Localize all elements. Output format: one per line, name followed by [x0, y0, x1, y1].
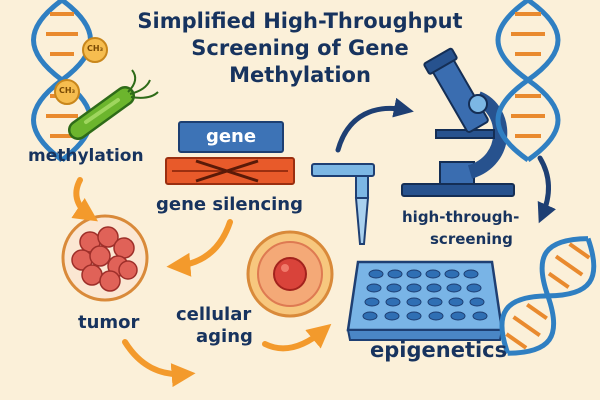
gene-block-icon: gene — [178, 121, 284, 153]
diagram-title: Simplified High-Throughput Screening of … — [100, 8, 500, 89]
arrow-tumor-to-aging — [122, 339, 196, 388]
flow-arrows — [71, 97, 557, 388]
label-high-throughput: high-through- — [402, 208, 520, 226]
dna-helix-icon — [495, 0, 561, 163]
title-line-1: Simplified High-Throughput — [137, 9, 463, 33]
pipette-icon — [311, 163, 375, 245]
tumor-cells-icon — [61, 214, 149, 302]
arrow-to-microscope — [335, 97, 414, 153]
well-plate-icon — [346, 260, 504, 341]
methyl-label: CH₃ — [87, 44, 104, 53]
arrow-silencing-to-tumor — [166, 219, 233, 277]
dna-helix-icon — [499, 236, 597, 356]
label-methylation: methylation — [28, 146, 144, 166]
label-gene-silencing: gene silencing — [156, 194, 303, 215]
arrow-microscope-to-screening — [537, 155, 557, 224]
arrow-methylation-to-tumor — [71, 177, 98, 222]
label-aging: aging — [196, 326, 253, 347]
bacterium-icon — [68, 69, 159, 140]
label-cellular: cellular — [176, 304, 252, 325]
label-tumor: tumor — [78, 312, 140, 333]
title-line-3: Methylation — [229, 63, 371, 87]
crossed-gene-icon — [165, 157, 295, 185]
arrow-aging-to-plate — [262, 323, 332, 352]
aging-cell-icon — [246, 230, 334, 318]
methyl-group-icon — [54, 37, 108, 105]
label-screening: screening — [430, 230, 513, 248]
title-line-2: Screening of Gene — [191, 36, 409, 60]
methyl-label: CH₃ — [59, 86, 76, 95]
label-epigenetics: epigenetics — [370, 338, 508, 362]
